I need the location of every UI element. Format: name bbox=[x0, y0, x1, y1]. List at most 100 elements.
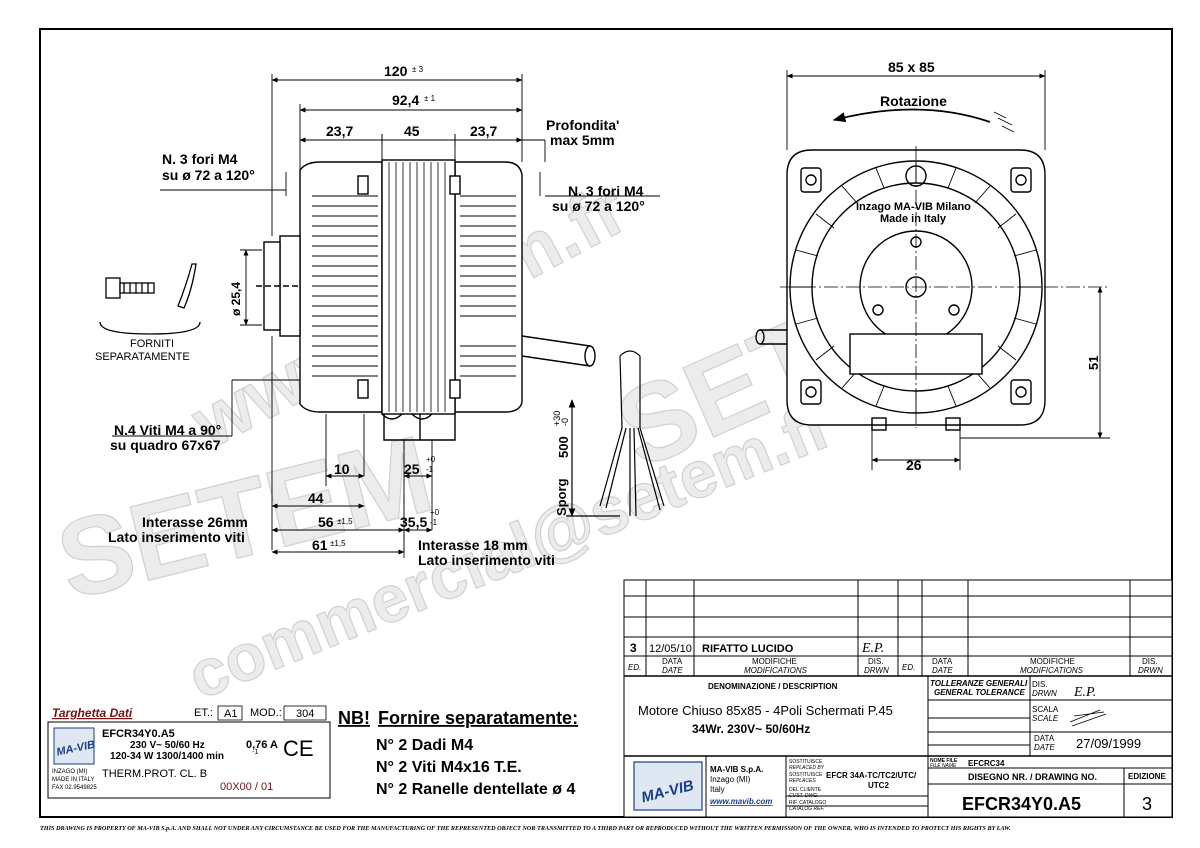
sost-label-5: DEL CLIENTE bbox=[789, 787, 822, 793]
sost-label-1: SOSTITUISCE bbox=[789, 759, 823, 765]
dim-26: 26 bbox=[906, 457, 922, 473]
dim-44: 44 bbox=[308, 490, 324, 506]
holes-left-2: su ø 72 a 120° bbox=[162, 167, 255, 183]
dim-overall-length: 120 bbox=[384, 63, 408, 79]
replaces-value-2: UTC2 bbox=[868, 781, 889, 790]
shaft-dia: ø 25,4 bbox=[229, 282, 243, 316]
bolt-and-washer bbox=[99, 263, 201, 335]
screws-label-2: su quadro 67x67 bbox=[110, 437, 221, 453]
front-view-motor bbox=[755, 146, 1110, 431]
cable-tol-dn: -0 bbox=[560, 418, 570, 426]
company-url: www.mavib.com bbox=[710, 797, 772, 806]
holes-left-1: N. 3 fori M4 bbox=[162, 151, 238, 167]
supply-note: NB! Fornire separatamente: N° 2 Dadi M4 … bbox=[338, 708, 578, 798]
sost-label-7: RIF. CATALOGO bbox=[789, 800, 826, 806]
holes-right-2: su ø 72 a 120° bbox=[552, 198, 645, 214]
drawn-label-2: DRWN bbox=[1032, 689, 1057, 698]
dim-56-tol: ±1,5 bbox=[337, 517, 353, 526]
rev-hdr-mod-1a: MODIFICHE bbox=[752, 657, 797, 666]
rev-number: 3 bbox=[630, 641, 637, 655]
rev-hdr-dis-1a: DIS. bbox=[868, 657, 884, 666]
drawn-by: E.P. bbox=[1073, 685, 1096, 700]
interasse-26-2: Lato inserimento viti bbox=[108, 529, 245, 545]
rev-hdr-data-2a: DATA bbox=[932, 657, 953, 666]
date-label-2: DATE bbox=[1034, 743, 1055, 752]
date-label-1: DATA bbox=[1034, 734, 1055, 743]
interasse-26-1: Interasse 26mm bbox=[142, 514, 248, 530]
nameplate-line-2-exp: -1 bbox=[252, 749, 258, 756]
nameplate-et-value: A1 bbox=[224, 708, 237, 720]
nameplate-title: Targhetta Dati bbox=[52, 706, 133, 720]
rev-hdr-mod-2a: MODIFICHE bbox=[1030, 657, 1075, 666]
file-label-2: FILE NAME bbox=[930, 763, 957, 769]
dim-51: 51 bbox=[1086, 356, 1101, 370]
tolerance-label-1: TOLLERANZE GENERALI bbox=[930, 679, 1028, 688]
nameplate: Targhetta Dati ET.: A1 MOD.: 304 MA-VIB … bbox=[47, 705, 331, 799]
dim-61: 61 bbox=[312, 537, 328, 553]
sheet-border bbox=[39, 28, 1173, 818]
dim-seg-mid: 45 bbox=[404, 123, 420, 139]
footer-disclaimer: THIS DRAWING IS PROPERTY OF MA-VIB S.p.A… bbox=[40, 825, 1011, 832]
company-name: MA-VIB S.p.A. bbox=[710, 765, 763, 774]
supplied-label-1: FORNITI bbox=[130, 338, 174, 350]
dim-body-tol: ± 1 bbox=[424, 94, 436, 103]
rev-sign: E.P. bbox=[861, 641, 884, 656]
rev-hdr-data-1b: DATE bbox=[662, 666, 683, 675]
rev-hdr-dis-2b: DRWN bbox=[1138, 666, 1163, 675]
nameplate-ce: CE bbox=[283, 736, 314, 761]
nameplate-current: 0,76 A bbox=[246, 739, 278, 751]
nameplate-code: 00X00 / 01 bbox=[220, 781, 273, 793]
maker-label-2: Made in Italy bbox=[880, 213, 947, 225]
cable-tol-up: +30 bbox=[552, 411, 562, 426]
rev-hdr-ed-1: ED. bbox=[628, 663, 641, 672]
supplied-label-2: SEPARATAMENTE bbox=[95, 351, 190, 363]
dim-25: 25 bbox=[404, 461, 420, 477]
note-nb: NB! bbox=[338, 708, 370, 728]
square-dim: 85 x 85 bbox=[888, 59, 935, 75]
interasse-18-2: Lato inserimento viti bbox=[418, 552, 555, 568]
sporg-label: Sporg bbox=[554, 478, 569, 516]
dim-10: 10 bbox=[334, 461, 350, 477]
description-line-1: Motore Chiuso 85x85 - 4Poli Schermati P.… bbox=[638, 703, 893, 718]
edition-number: 3 bbox=[1142, 794, 1152, 814]
dim-35-5-tol-up: +0 bbox=[430, 508, 440, 517]
description-line-2: 34Wr. 230V~ 50/60Hz bbox=[692, 722, 810, 736]
sost-label-8: CATALOG REF. bbox=[789, 806, 824, 812]
rev-hdr-ed-2: ED. bbox=[902, 663, 915, 672]
interasse-18-1: Interasse 18 mm bbox=[418, 537, 528, 553]
cable-length: 500 bbox=[556, 436, 571, 458]
dim-25-tol-up: +0 bbox=[426, 455, 436, 464]
edition-label: EDIZIONE bbox=[1128, 772, 1166, 781]
description-header: DENOMINAZIONE / DESCRIPTION bbox=[708, 682, 838, 691]
depth-label-2: max 5mm bbox=[550, 132, 615, 148]
nameplate-maker-1: INZAGO (MI) bbox=[52, 769, 87, 775]
holes-right-1: N. 3 fori M4 bbox=[568, 183, 644, 199]
rev-date: 12/05/10 bbox=[649, 643, 692, 655]
dimension-labels: 120 ± 3 92,4 ± 1 23,7 45 23,7 Profondita… bbox=[95, 59, 1101, 568]
nameplate-maker-2: MADE IN ITALY bbox=[52, 777, 94, 783]
nameplate-box bbox=[47, 721, 331, 799]
sost-label-6: CUST. DWG. bbox=[789, 793, 819, 799]
nameplate-maker-3: FAX 02.9549825 bbox=[52, 785, 97, 791]
nameplate-et-label: ET.: bbox=[194, 707, 213, 719]
title-block-text: 3 12/05/10 RIFATTO LUCIDO E.P. ED. DATA … bbox=[628, 641, 1166, 814]
drawn-label-1: DIS. bbox=[1032, 680, 1048, 689]
note-item-2: N° 2 Viti M4x16 T.E. bbox=[376, 759, 522, 776]
dim-seg-left: 23,7 bbox=[326, 123, 353, 139]
front-fins bbox=[791, 161, 1041, 413]
dim-35-5-tol-dn: -1 bbox=[430, 518, 438, 527]
scale-scribble bbox=[1069, 709, 1107, 727]
nameplate-line-2: 120-34 W 1300/1400 min bbox=[110, 751, 224, 762]
dimension-lines-bottom bbox=[271, 336, 433, 555]
rotation-label: Rotazione bbox=[880, 93, 947, 109]
side-view-motor bbox=[256, 159, 596, 560]
dim-seg-right: 23,7 bbox=[470, 123, 497, 139]
note-item-1: N° 2 Dadi M4 bbox=[376, 737, 473, 754]
nameplate-mod-value: 304 bbox=[296, 708, 314, 720]
replaces-value: EFCR 34A-TC/TC2/UTC/ bbox=[826, 771, 917, 780]
rev-hdr-mod-2b: MODIFICATIONS bbox=[1020, 666, 1084, 675]
title-block bbox=[623, 579, 1173, 818]
nameplate-model: EFCR34Y0.A5 bbox=[102, 728, 175, 740]
drawing-no-label: DISEGNO NR. / DRAWING NO. bbox=[968, 772, 1097, 782]
